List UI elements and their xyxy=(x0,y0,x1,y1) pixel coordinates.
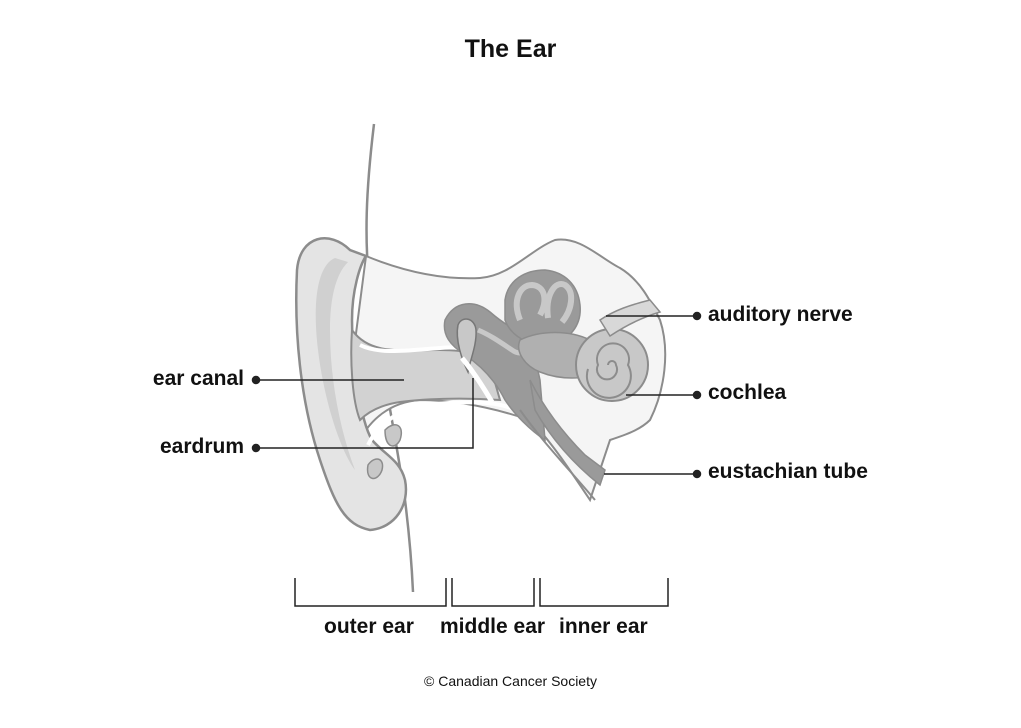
copyright-credit: © Canadian Cancer Society xyxy=(424,673,597,689)
tube-lower-wall xyxy=(519,409,596,501)
diagram-title: The Ear xyxy=(464,35,557,63)
inner-ear-bracket xyxy=(539,578,669,607)
middle-ear-bracket xyxy=(451,578,535,607)
lobe-detail xyxy=(366,458,384,480)
ear-canal-label: ear canal xyxy=(152,367,244,390)
pinna-inner-fold xyxy=(315,258,355,470)
eustachian-tube-dot xyxy=(692,469,702,479)
eardrum-dot xyxy=(251,443,261,453)
concha-detail xyxy=(384,424,402,447)
section-brackets xyxy=(294,578,669,607)
eustachian-tube-shape xyxy=(529,379,606,487)
eardrum-leader xyxy=(256,378,474,449)
outer-ear-label: outer ear xyxy=(324,615,414,638)
eardrum-label: eardrum xyxy=(159,435,244,458)
malleus xyxy=(456,318,477,375)
inner-ear-label: inner ear xyxy=(559,615,648,638)
middle-ear-label: middle ear xyxy=(440,615,546,638)
semicircular-canal-2 xyxy=(544,281,575,324)
leader-lines xyxy=(251,311,702,479)
outer-ear-bracket xyxy=(294,578,447,607)
auditory-nerve-dot xyxy=(692,311,702,321)
eustachian-tube-label: eustachian tube xyxy=(708,460,868,483)
ear-canal-dot xyxy=(251,375,261,385)
cochlea-shell xyxy=(575,328,649,402)
semicircular-canal-1 xyxy=(513,281,548,322)
auditory-nerve-shape xyxy=(598,299,662,338)
cochlea-dot xyxy=(692,390,702,400)
canal-lower-wall xyxy=(366,400,516,446)
cochlea-label: cochlea xyxy=(708,381,787,404)
eardrum-membrane xyxy=(460,356,495,404)
cochlea-spiral xyxy=(585,342,632,399)
auditory-nerve-label: auditory nerve xyxy=(708,303,853,326)
